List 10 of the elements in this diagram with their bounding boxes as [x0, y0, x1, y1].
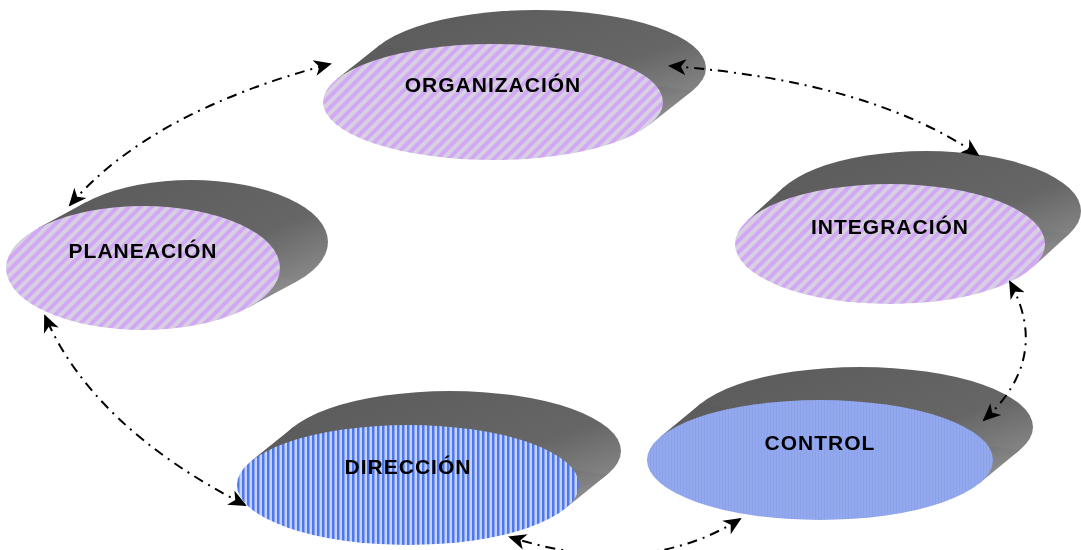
node-label: DIRECCIÓN: [344, 455, 472, 479]
double-arrow: [68, 60, 332, 207]
node-label: CONTROL: [764, 431, 876, 455]
double-arrow: [44, 314, 247, 506]
node-label: ORGANIZACIÓN: [404, 73, 582, 97]
double-arrow: [982, 280, 1027, 422]
node-label: PLANEACIÓN: [68, 239, 218, 263]
node-label: INTEGRACIÓN: [811, 215, 969, 239]
double-arrow: [508, 518, 742, 550]
double-arrow: [668, 59, 980, 157]
